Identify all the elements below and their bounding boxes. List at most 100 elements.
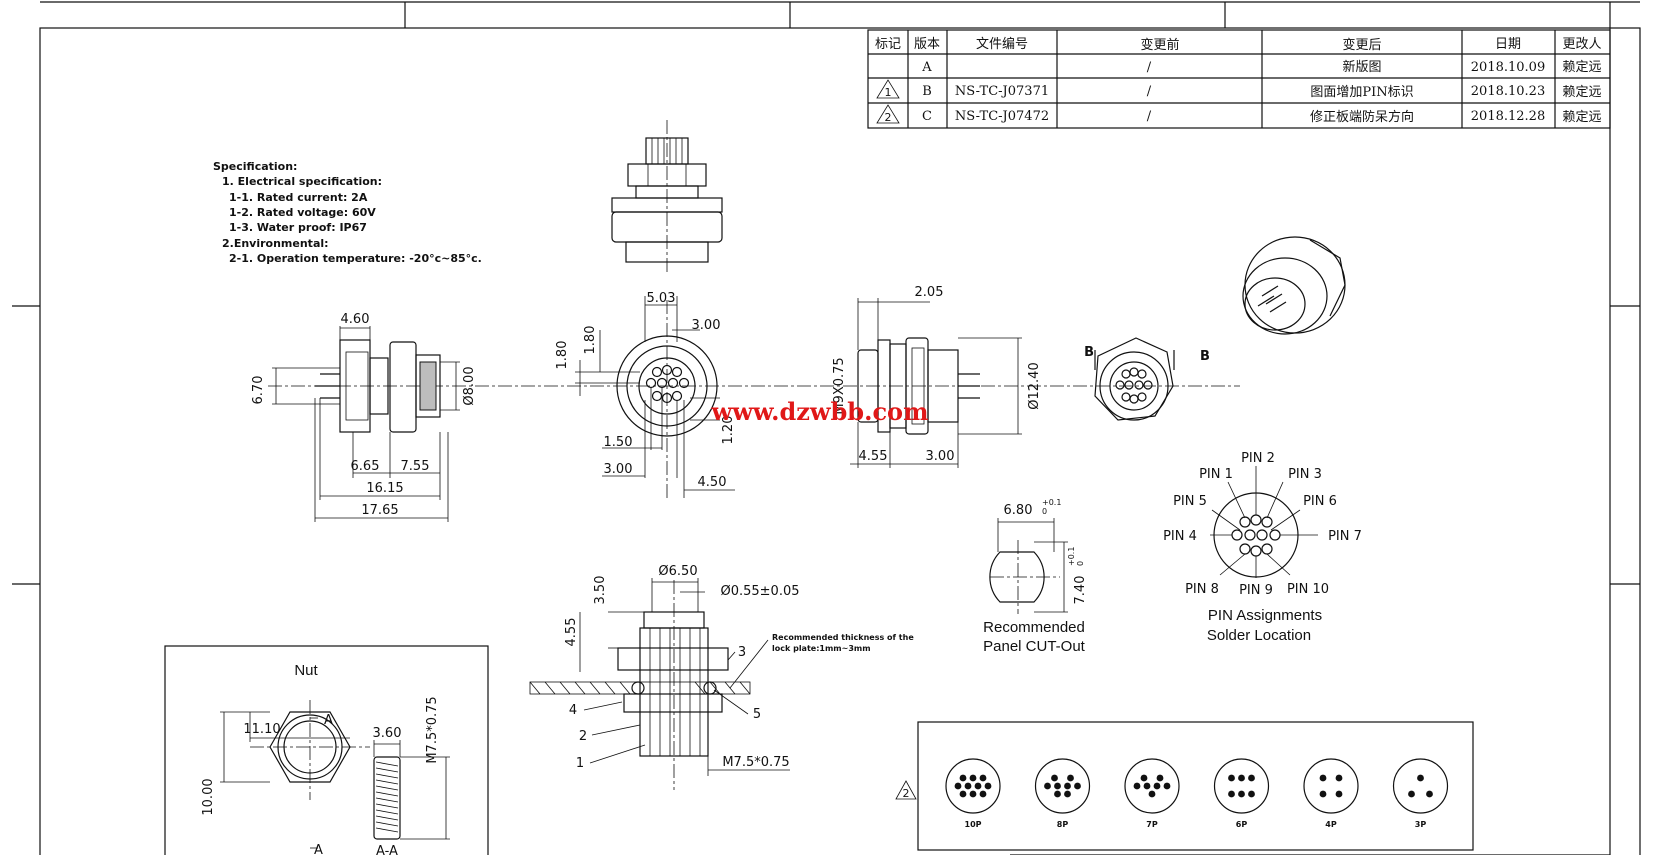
header-date: 日期 — [1495, 37, 1521, 52]
pin-option-label-4P: 4P — [1325, 820, 1337, 829]
section-b-right: B — [1200, 349, 1210, 364]
pin-dot — [954, 782, 962, 790]
pin-label-6: PIN 6 — [1303, 494, 1337, 509]
pin-dot — [1335, 790, 1343, 798]
front-view: 5.03 3.00 1.80 1.80 1.50 3.00 1.20 4.50 — [555, 291, 736, 500]
pin-dot — [1408, 790, 1415, 798]
pin-caption-1: PIN Assignments — [1208, 607, 1322, 624]
pin-option-label-3P: 3P — [1415, 820, 1427, 829]
frame — [12, 1, 1641, 855]
header-after: 变更后 — [1342, 37, 1381, 53]
dim-front-300: 3.00 — [692, 318, 721, 333]
dim-side1-diam800: Ø8.00 — [462, 366, 477, 405]
hex-front-view: B B — [1084, 337, 1210, 421]
cutout-caption-2: Panel CUT-Out — [983, 638, 1086, 655]
section-dim-diam650: Ø6.50 — [658, 564, 697, 579]
pin-dot — [1238, 774, 1245, 782]
nut-title: Nut — [294, 662, 318, 679]
row-b-before: / — [1147, 84, 1152, 99]
cutout-caption-1: Recommended — [983, 619, 1085, 636]
callout-2: 2 — [579, 729, 587, 744]
dim-front-180a: 1.80 — [555, 341, 570, 370]
spec-line-0: Specification: — [213, 160, 297, 173]
rev-triangle-2 — [876, 104, 900, 124]
callout-3: 3 — [738, 645, 746, 660]
cutout-height-tol-lower: 0 — [1076, 561, 1085, 566]
pin-dot — [1319, 774, 1327, 782]
spec-line-4: 1-3. Water proof: IP67 — [229, 221, 367, 234]
pin-dot — [979, 790, 987, 798]
spec-line-1: 1. Electrical specification: — [222, 175, 382, 188]
callout-4: 4 — [569, 703, 577, 718]
pin-option-circle-8P — [1034, 758, 1091, 814]
row-a-version: A — [921, 60, 932, 75]
pin-dot — [1417, 774, 1424, 782]
pin-dot — [1148, 790, 1156, 798]
pin-dot — [1054, 790, 1061, 798]
dim-side1-460: 4.60 — [341, 312, 370, 327]
pin-option-label-6P: 6P — [1236, 820, 1248, 829]
pin-label-10: PIN 10 — [1287, 582, 1329, 597]
pin-caption-2: Solder Location — [1207, 627, 1311, 644]
pin-dot — [1067, 774, 1074, 782]
rev-triangle-1 — [876, 79, 900, 99]
dim-front-503: 5.03 — [647, 291, 676, 306]
spec-line-2: 1-1. Rated current: 2A — [229, 191, 368, 204]
pin-dot — [1064, 790, 1071, 798]
pin-label-8: PIN 8 — [1185, 582, 1219, 597]
dim-side2-205: 2.05 — [915, 285, 944, 300]
section-b-left: B — [1084, 345, 1094, 360]
pin-dot — [1140, 774, 1148, 782]
nut-label-a-top: A — [324, 713, 333, 728]
pin-option-circle-6P — [1213, 758, 1270, 814]
pin-dot — [1156, 774, 1164, 782]
dim-side1-665: 6.65 — [351, 459, 380, 474]
row-b-date: 2018.10.23 — [1471, 84, 1545, 99]
options-rev-mark: 2 — [903, 787, 910, 800]
row-b-mark: 1 — [885, 86, 892, 99]
row-a-date: 2018.10.09 — [1471, 60, 1545, 75]
cutout-height: 7.40 — [1073, 576, 1088, 605]
side-view-left: 4.60 6.70 6.65 7.55 16.15 17.65 Ø8.00 — [251, 312, 477, 522]
cutout-width: 6.80 — [1004, 503, 1033, 518]
pin-dot — [1228, 790, 1235, 798]
plate-note-1: Recommended thickness of the — [772, 633, 914, 642]
pin-dot — [1228, 774, 1235, 782]
row-c-by: 赖定远 — [1562, 110, 1601, 125]
pin-dot — [1064, 782, 1071, 790]
row-c-doc-no: NS-TC-J07472 — [955, 109, 1049, 124]
dim-front-150: 1.50 — [604, 435, 633, 450]
spec-line-5: 2.Environmental: — [222, 237, 329, 250]
panel-cutout: 6.80 +0.1 0 7.40 +0.1 0 Recommended Pane… — [983, 498, 1088, 655]
pin-dot — [1051, 774, 1058, 782]
nut-label-a-bottom: A — [314, 843, 323, 855]
pin-dot — [1319, 790, 1327, 798]
pin-dot — [1054, 782, 1061, 790]
header-doc-no: 文件编号 — [976, 37, 1028, 52]
pin-option-circle-10P — [945, 758, 1001, 814]
pin-label-5: PIN 5 — [1173, 494, 1207, 509]
row-c-version: C — [922, 109, 932, 124]
pin-label-7: PIN 7 — [1328, 529, 1362, 544]
pin-option-label-8P: 8P — [1057, 820, 1069, 829]
dim-front-450: 4.50 — [698, 475, 727, 490]
callout-5: 5 — [753, 707, 761, 722]
row-a-by: 赖定远 — [1562, 60, 1601, 75]
pin-option-circle-4P — [1303, 758, 1359, 814]
pin-dot — [1133, 782, 1141, 790]
spec-line-6: 2-1. Operation temperature: -20°c~85°c. — [229, 252, 482, 265]
row-b-doc-no: NS-TC-J07371 — [955, 84, 1049, 99]
row-a-before: / — [1147, 60, 1152, 75]
revision-table: 标记 版本 文件编号 变更前 变更后 日期 更改人 A / 新版图 2018.1… — [867, 29, 1611, 129]
dim-side1-670: 6.70 — [251, 376, 266, 405]
pin-dot — [964, 782, 972, 790]
pin-dot — [1153, 782, 1161, 790]
pin-dot — [959, 774, 967, 782]
pin-option-label-10P: 10P — [965, 820, 982, 829]
pin-dot — [979, 774, 987, 782]
row-c-mark: 2 — [885, 111, 892, 124]
pin-dot — [1074, 782, 1081, 790]
dim-side2-455: 4.55 — [859, 449, 888, 464]
